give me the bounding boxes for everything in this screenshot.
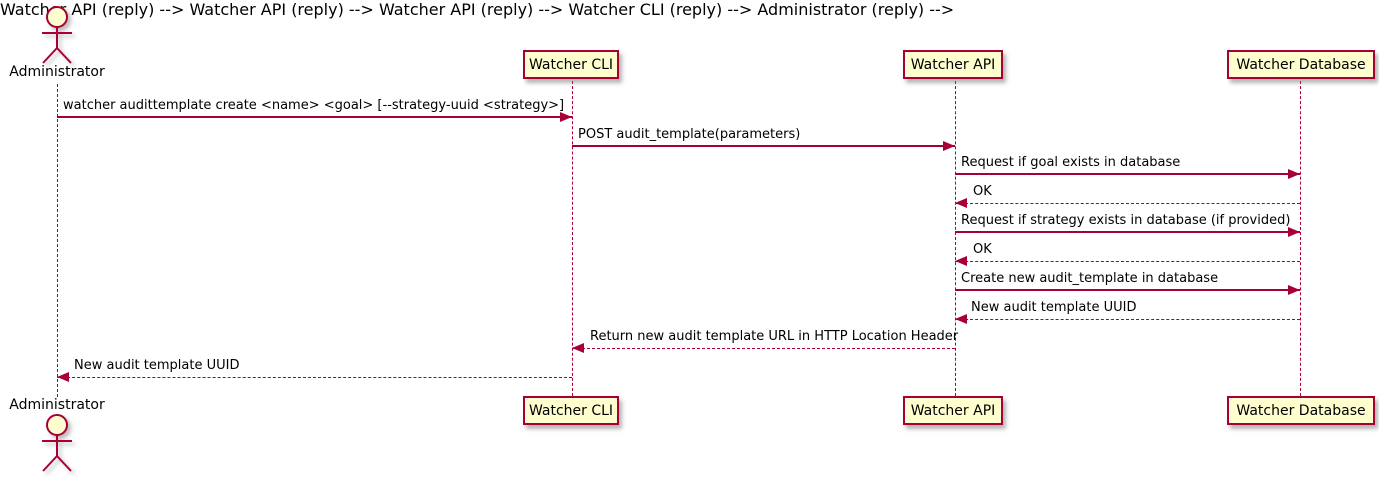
message-line bbox=[955, 289, 1300, 291]
message-line bbox=[955, 203, 1300, 204]
lifeline-watcher-database bbox=[1300, 81, 1301, 396]
message-label: OK bbox=[973, 242, 992, 257]
actor-label-top: Administrator bbox=[9, 64, 105, 80]
lifeline-watcher-cli bbox=[572, 81, 573, 396]
message-line bbox=[572, 348, 955, 349]
lifeline-watcher-api bbox=[955, 81, 956, 396]
participant-watcher-database-top: Watcher Database bbox=[1227, 50, 1375, 79]
message-line bbox=[955, 173, 1300, 175]
actor-icon bbox=[42, 414, 72, 472]
arrowhead-left-icon bbox=[572, 343, 584, 353]
message-label: New audit template UUID bbox=[971, 300, 1137, 315]
participant-watcher-cli-bottom: Watcher CLI bbox=[523, 396, 619, 425]
actor-label-bottom: Administrator bbox=[9, 397, 105, 413]
message-label: Request if strategy exists in database (… bbox=[961, 213, 1291, 228]
arrowhead-left-icon bbox=[57, 372, 69, 382]
arrowhead-right-icon bbox=[1288, 169, 1300, 179]
participant-watcher-api-top: Watcher API bbox=[903, 50, 1003, 79]
message-line bbox=[955, 261, 1300, 262]
message-label: POST audit_template(parameters) bbox=[578, 127, 801, 142]
arrowhead-right-icon bbox=[943, 141, 955, 151]
message-line bbox=[572, 145, 955, 147]
message-line bbox=[57, 116, 572, 118]
message-label: Request if goal exists in database bbox=[961, 155, 1181, 170]
participant-watcher-cli-top: Watcher CLI bbox=[523, 50, 619, 79]
message-label: watcher audittemplate create <name> <goa… bbox=[63, 98, 565, 113]
arrowhead-right-icon bbox=[1288, 227, 1300, 237]
message-label: Create new audit_template in database bbox=[961, 271, 1219, 286]
message-label: OK bbox=[973, 184, 992, 199]
arrowhead-right-icon bbox=[1288, 285, 1300, 295]
participant-watcher-database-bottom: Watcher Database bbox=[1227, 396, 1375, 425]
arrowhead-left-icon bbox=[955, 198, 967, 208]
arrowhead-left-icon bbox=[955, 314, 967, 324]
message-label: Return new audit template URL in HTTP Lo… bbox=[590, 329, 959, 344]
message-line bbox=[955, 319, 1300, 320]
arrowhead-right-icon bbox=[560, 112, 572, 122]
message-line bbox=[57, 377, 572, 378]
lifeline-administrator bbox=[57, 84, 58, 397]
arrowhead-left-icon bbox=[955, 256, 967, 266]
message-label: New audit template UUID bbox=[74, 358, 240, 373]
message-line bbox=[955, 231, 1300, 233]
participant-watcher-api-bottom: Watcher API bbox=[903, 396, 1003, 425]
actor-icon bbox=[42, 6, 72, 64]
